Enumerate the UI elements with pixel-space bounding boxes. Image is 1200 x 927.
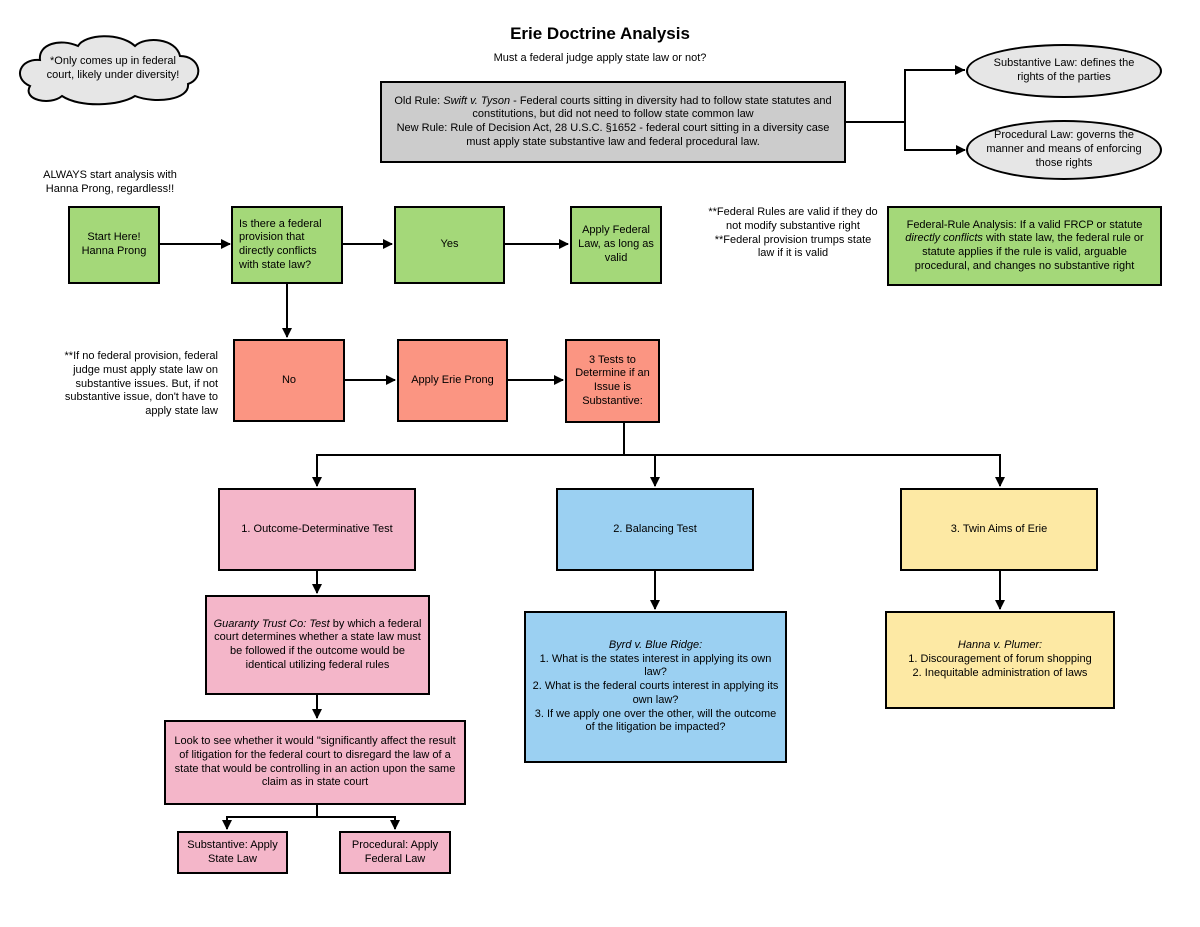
federal-rules-note: **Federal Rules are valid if they do not… (708, 206, 878, 260)
federal-rule-analysis-box: Federal-Rule Analysis: If a valid FRCP o… (887, 206, 1162, 286)
new-rule-text: New Rule: Rule of Decision Act, 28 U.S.C… (396, 122, 830, 148)
test1-box: 1. Outcome-Determinative Test (218, 488, 416, 571)
rules-box: Old Rule: Swift v. Tyson - Federal court… (380, 81, 846, 163)
byrd-box: Byrd v. Blue Ridge: 1. What is the state… (524, 611, 787, 763)
three-tests-box: 3 Tests to Determine if an Issue is Subs… (565, 339, 660, 423)
substantive-apply-box: Substantive: Apply State Law (177, 831, 288, 874)
procedural-law-oval: Procedural Law: governs the manner and m… (966, 120, 1162, 180)
cloud-shape (18, 35, 200, 106)
no-provision-note: **If no federal provision, federal judge… (64, 350, 218, 417)
look-to-see-box: Look to see whether it would "significan… (164, 720, 466, 805)
hanna-box: Hanna v. Plumer: 1. Discouragement of fo… (885, 611, 1115, 709)
procedural-apply-box: Procedural: Apply Federal Law (339, 831, 451, 874)
old-rule-text: Old Rule: Swift v. Tyson - Federal court… (394, 94, 832, 121)
apply-federal-box: Apply Federal Law, as long as valid (570, 206, 662, 284)
test3-box: 3. Twin Aims of Erie (900, 488, 1098, 571)
guaranty-box: Guaranty Trust Co: Test by which a feder… (205, 595, 430, 695)
start-box: Start Here! Hanna Prong (68, 206, 160, 284)
edge-rules-to-ovals (845, 69, 965, 150)
no-box: No (233, 339, 345, 422)
cloud-note: *Only comes up in federal court, likely … (46, 55, 180, 81)
apply-erie-box: Apply Erie Prong (397, 339, 508, 422)
edge-tests-branch (316, 423, 1001, 486)
always-note: ALWAYS start analysis with Hanna Prong, … (43, 169, 177, 195)
question-box: Is there a federal provision that direct… (231, 206, 343, 284)
edge-look-split (226, 805, 396, 829)
page-subtitle: Must a federal judge apply state law or … (493, 52, 707, 64)
substantive-law-oval: Substantive Law: defines the rights of t… (966, 44, 1162, 98)
yes-box: Yes (394, 206, 505, 284)
page-title: Erie Doctrine Analysis (510, 24, 690, 43)
test2-box: 2. Balancing Test (556, 488, 754, 571)
